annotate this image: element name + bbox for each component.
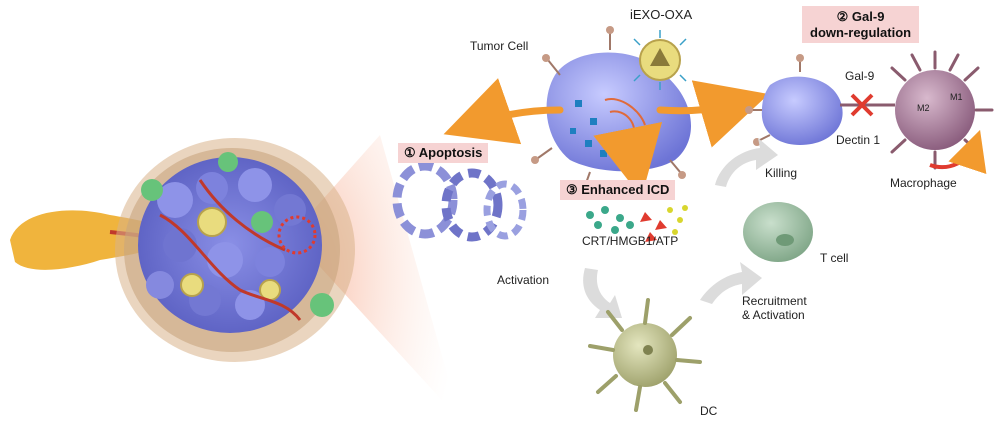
t-cell-icon — [743, 202, 813, 262]
label-macrophage: Macrophage — [890, 176, 957, 190]
iexo-oxa-nanoparticle-icon — [633, 30, 687, 90]
label-activation: Activation — [497, 273, 550, 287]
blocked-gal9-dectin1-icon — [840, 93, 895, 117]
macrophage-icon — [890, 50, 994, 175]
label-crt-hmgb1-atp: CRT/HMGB1/ATP — [582, 234, 679, 248]
step2-line1: ② Gal-9 — [836, 9, 885, 24]
step2-line2: down-regulation — [810, 24, 912, 40]
apoptotic-fragments-icon — [392, 161, 527, 242]
dendritic-cell-icon — [588, 298, 702, 412]
cycle-arrows — [583, 138, 778, 318]
step1-apoptosis-label: ① Apoptosis — [398, 143, 489, 163]
label-tumor-cell: Tumor Cell — [470, 39, 529, 53]
orange-arrows — [443, 78, 769, 198]
label-t-cell: T cell — [820, 251, 849, 265]
label-killing: Killing — [765, 166, 798, 180]
label-dc: DC — [700, 404, 718, 418]
label-recruitment-activation: Recruitment & Activation — [742, 294, 807, 323]
recruitment-line1: Recruitment — [742, 294, 807, 308]
label-gal9: Gal-9 — [845, 69, 875, 83]
label-m1: M1 — [950, 92, 963, 102]
label-m2: M2 — [917, 103, 930, 113]
small-tumor-cell-icon — [745, 54, 843, 146]
tumor-mass-icon — [115, 138, 355, 362]
label-dectin1: Dectin 1 — [836, 133, 881, 147]
step2-gal9-downregulation-label: ② Gal-9 down-regulation — [802, 6, 920, 44]
damp-molecules-icon — [586, 205, 688, 242]
recruitment-line2: & Activation — [742, 307, 805, 322]
label-iexo-oxa: iEXO-OXA — [630, 7, 693, 22]
step3-enhanced-icd-label: ③ Enhanced ICD — [560, 180, 676, 200]
